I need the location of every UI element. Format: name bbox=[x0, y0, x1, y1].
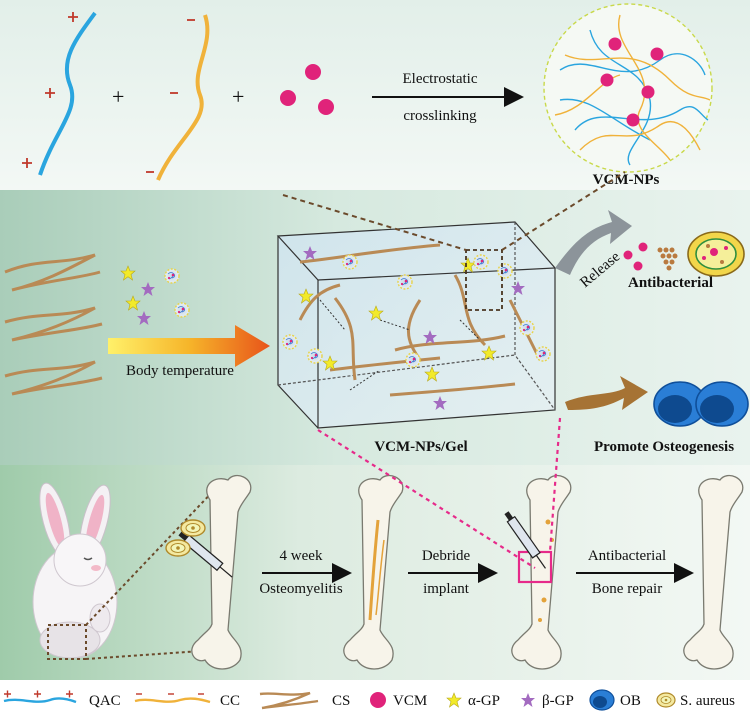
legend-cs-label: CS bbox=[332, 693, 350, 709]
legend-bgp-symbol bbox=[521, 693, 535, 707]
gel-to-implant-line-1 bbox=[317, 429, 536, 569]
rabbit-knee-box bbox=[47, 624, 87, 660]
legend-cc-label: CC bbox=[220, 693, 240, 709]
step3-line2: Bone repair bbox=[592, 581, 662, 597]
legend-ob-symbol bbox=[589, 689, 615, 711]
agp-stars-left bbox=[120, 265, 141, 311]
legend-qac-label: QAC bbox=[89, 693, 121, 709]
legend-vcm-symbol bbox=[370, 692, 386, 708]
bone-4 bbox=[683, 475, 744, 670]
legend-agp-label: α-GP bbox=[468, 693, 500, 709]
plus-sign-2: + bbox=[232, 84, 244, 109]
rabbit-zoom-line-top bbox=[85, 485, 219, 626]
antibacterial-label: Antibacterial bbox=[628, 275, 713, 291]
released-nanoparticle-cluster bbox=[657, 247, 678, 271]
zoom-line-left bbox=[282, 194, 467, 251]
legend-cs-symbol bbox=[259, 691, 319, 710]
bone-1 bbox=[191, 475, 252, 670]
cc-chain bbox=[146, 14, 210, 181]
cs-chains-left bbox=[4, 253, 103, 396]
hydrogel-cube bbox=[276, 221, 557, 429]
gel-label: VCM-NPs/Gel bbox=[374, 439, 467, 455]
zoom-line-right bbox=[501, 171, 626, 251]
vcm-np-network bbox=[543, 3, 713, 173]
gel-to-implant-line-2 bbox=[548, 417, 562, 553]
release-arrow bbox=[555, 210, 632, 275]
arrow-label-1: Electrostatic bbox=[403, 71, 478, 87]
osteoblasts bbox=[653, 381, 749, 427]
osteogenesis-arrow bbox=[565, 376, 648, 410]
legend-vcm-label: VCM bbox=[393, 693, 427, 709]
step2-line1: Debride bbox=[422, 548, 471, 564]
bgp-stars-left bbox=[137, 282, 155, 325]
step3-line1: Antibacterial bbox=[588, 548, 666, 564]
plus-sign: + bbox=[112, 84, 124, 109]
legend-ob-label: OB bbox=[620, 693, 641, 709]
legend-saureus-symbol bbox=[656, 692, 676, 708]
syringe-1 bbox=[178, 531, 233, 578]
released-vcm bbox=[623, 242, 648, 271]
osteogenesis-label: Promote Osteogenesis bbox=[594, 439, 734, 455]
legend-saureus-label: S. aureus bbox=[680, 693, 735, 709]
body-temperature-label: Body temperature bbox=[126, 363, 234, 379]
arrow-label-2: crosslinking bbox=[403, 108, 477, 124]
rabbit-illustration bbox=[32, 482, 118, 659]
legend-agp-symbol bbox=[446, 692, 462, 708]
qac-chain bbox=[22, 11, 97, 176]
legend-cc-symbol bbox=[134, 693, 211, 704]
bone-3 bbox=[511, 475, 572, 670]
bone-2 bbox=[343, 475, 404, 670]
zoom-box bbox=[465, 249, 503, 311]
bacterium-attacked bbox=[687, 231, 745, 277]
nanoparticles-left bbox=[164, 268, 190, 318]
release-label: Release bbox=[577, 249, 623, 291]
body-temperature-arrow bbox=[108, 325, 270, 367]
vcm-particles bbox=[280, 64, 334, 115]
step1-line1: 4 week bbox=[280, 548, 323, 564]
legend-bgp-label: β-GP bbox=[542, 693, 574, 709]
vcm-nps-label: VCM-NPs bbox=[593, 172, 660, 188]
step1-line2: Osteomyelitis bbox=[259, 581, 342, 597]
syringe-2 bbox=[504, 511, 546, 569]
legend-qac-symbol bbox=[3, 690, 77, 704]
step2-line2: implant bbox=[423, 581, 470, 597]
